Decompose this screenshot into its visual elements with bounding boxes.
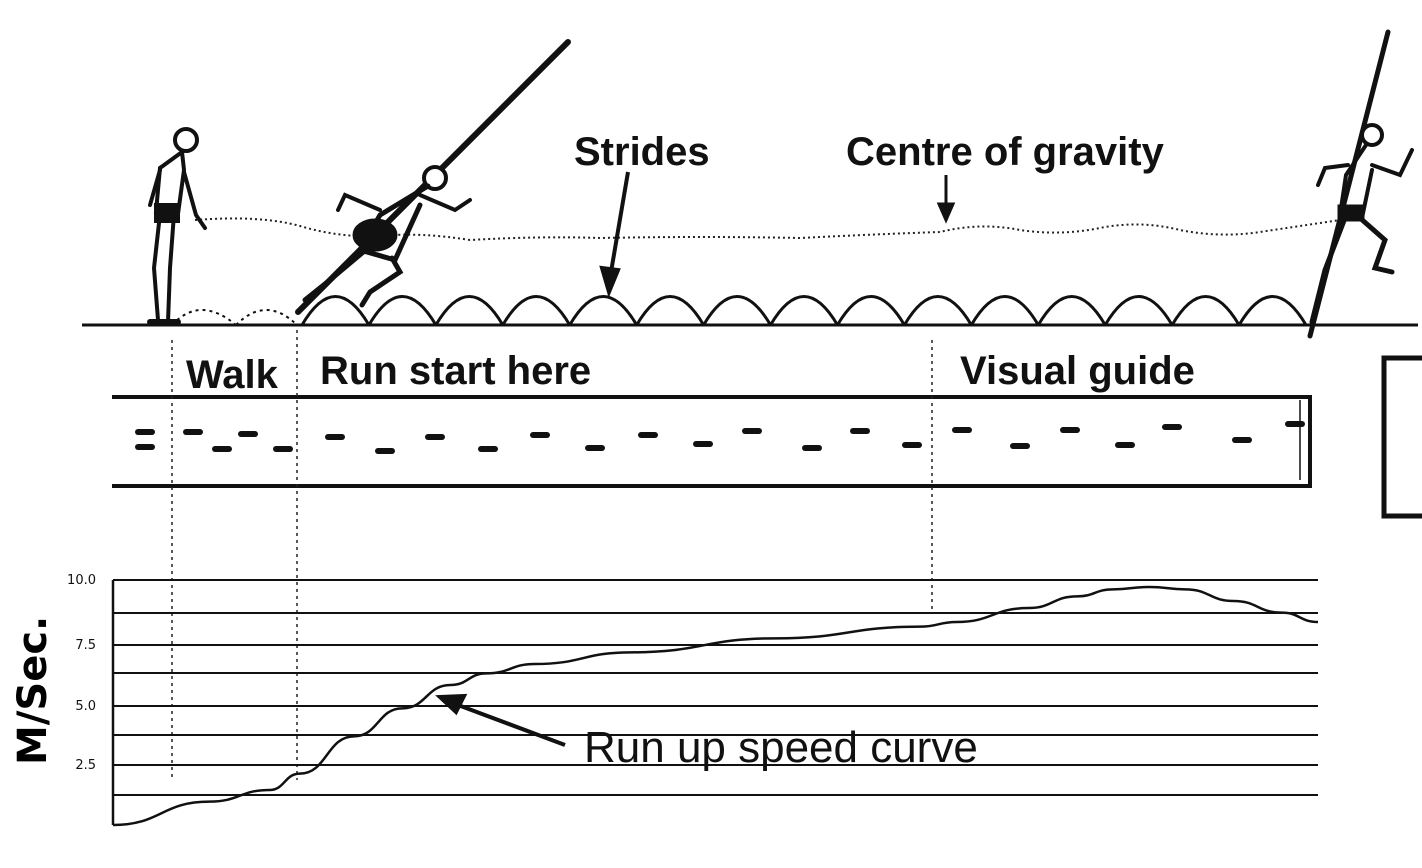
stride-arc xyxy=(501,295,572,326)
footprint-mark xyxy=(238,431,258,437)
plant-box-icon xyxy=(1381,355,1422,519)
footprint-mark xyxy=(742,428,762,434)
speed-chart: 10.0 7.5 5.0 2.5 xyxy=(67,573,1319,827)
visual-guide-label: Visual guide xyxy=(960,349,1195,393)
footprint-mark xyxy=(1010,443,1030,449)
stride-arc xyxy=(1103,295,1174,326)
runner-with-pole-icon xyxy=(295,39,571,315)
stride-arc xyxy=(434,295,505,326)
footprint-mark xyxy=(1060,427,1080,433)
stride-arc xyxy=(635,295,705,326)
footprint-mark xyxy=(530,432,550,438)
y-tick-label: 5.0 xyxy=(75,699,96,714)
footprint-mark xyxy=(1232,437,1252,443)
footprint-mark xyxy=(952,427,972,433)
run-start-label: Run start here xyxy=(320,349,591,393)
stride-arc xyxy=(367,295,438,326)
cog-arrow-icon xyxy=(936,175,956,224)
footprint-mark xyxy=(375,448,395,454)
footprint-mark xyxy=(212,446,232,452)
footprint-mark xyxy=(325,434,345,440)
stride-arc xyxy=(300,295,371,326)
speed-curve-line xyxy=(112,585,1319,827)
y-axis-label: M/Sec. xyxy=(10,616,56,765)
y-tick-label: 10.0 xyxy=(67,573,96,588)
pole-planting-vaulter-icon xyxy=(1307,29,1414,339)
stride-arcs xyxy=(300,295,1308,326)
footprint-mark xyxy=(183,429,203,435)
centre-of-gravity-label: Centre of gravity xyxy=(846,130,1165,174)
run-up-speed-curve-label: Run up speed curve xyxy=(584,723,978,772)
footprint-mark xyxy=(1115,442,1135,448)
strides-arrow-icon xyxy=(599,171,630,299)
stride-arc xyxy=(903,295,973,326)
y-tick-label: 2.5 xyxy=(75,758,96,773)
stride-arc xyxy=(769,295,839,326)
chart-tick-labels: 10.0 7.5 5.0 2.5 xyxy=(67,573,96,773)
runway-track xyxy=(112,395,1312,488)
footprint-mark xyxy=(135,429,155,435)
footprint-mark xyxy=(135,444,155,450)
stride-arc xyxy=(836,295,906,326)
stride-arc xyxy=(568,295,638,326)
y-tick-label: 7.5 xyxy=(75,638,96,653)
footprint-mark xyxy=(425,434,445,440)
footprint-mark xyxy=(850,428,870,434)
chart-series xyxy=(112,585,1319,827)
footprint-mark xyxy=(802,445,822,451)
footprint-mark xyxy=(1162,424,1182,430)
stride-arc xyxy=(970,295,1040,326)
walker-figure-icon xyxy=(147,127,207,325)
walk-dotted-arcs xyxy=(171,309,298,326)
footprint-marks xyxy=(135,421,1305,454)
footprint-mark xyxy=(478,446,498,452)
footprint-mark xyxy=(902,442,922,448)
footprint-mark xyxy=(585,445,605,451)
footprint-mark xyxy=(1285,421,1305,427)
walk-label: Walk xyxy=(186,353,279,397)
stride-arc xyxy=(702,295,772,326)
stride-arc xyxy=(1170,295,1241,326)
strides-label: Strides xyxy=(574,130,710,174)
footprint-mark xyxy=(693,441,713,447)
curve-arrow-icon xyxy=(435,693,566,747)
stride-arc xyxy=(1036,295,1107,326)
footprint-mark xyxy=(638,432,658,438)
footprint-mark xyxy=(273,446,293,452)
chart-gridlines xyxy=(113,579,1318,796)
stride-arc xyxy=(1237,295,1308,326)
